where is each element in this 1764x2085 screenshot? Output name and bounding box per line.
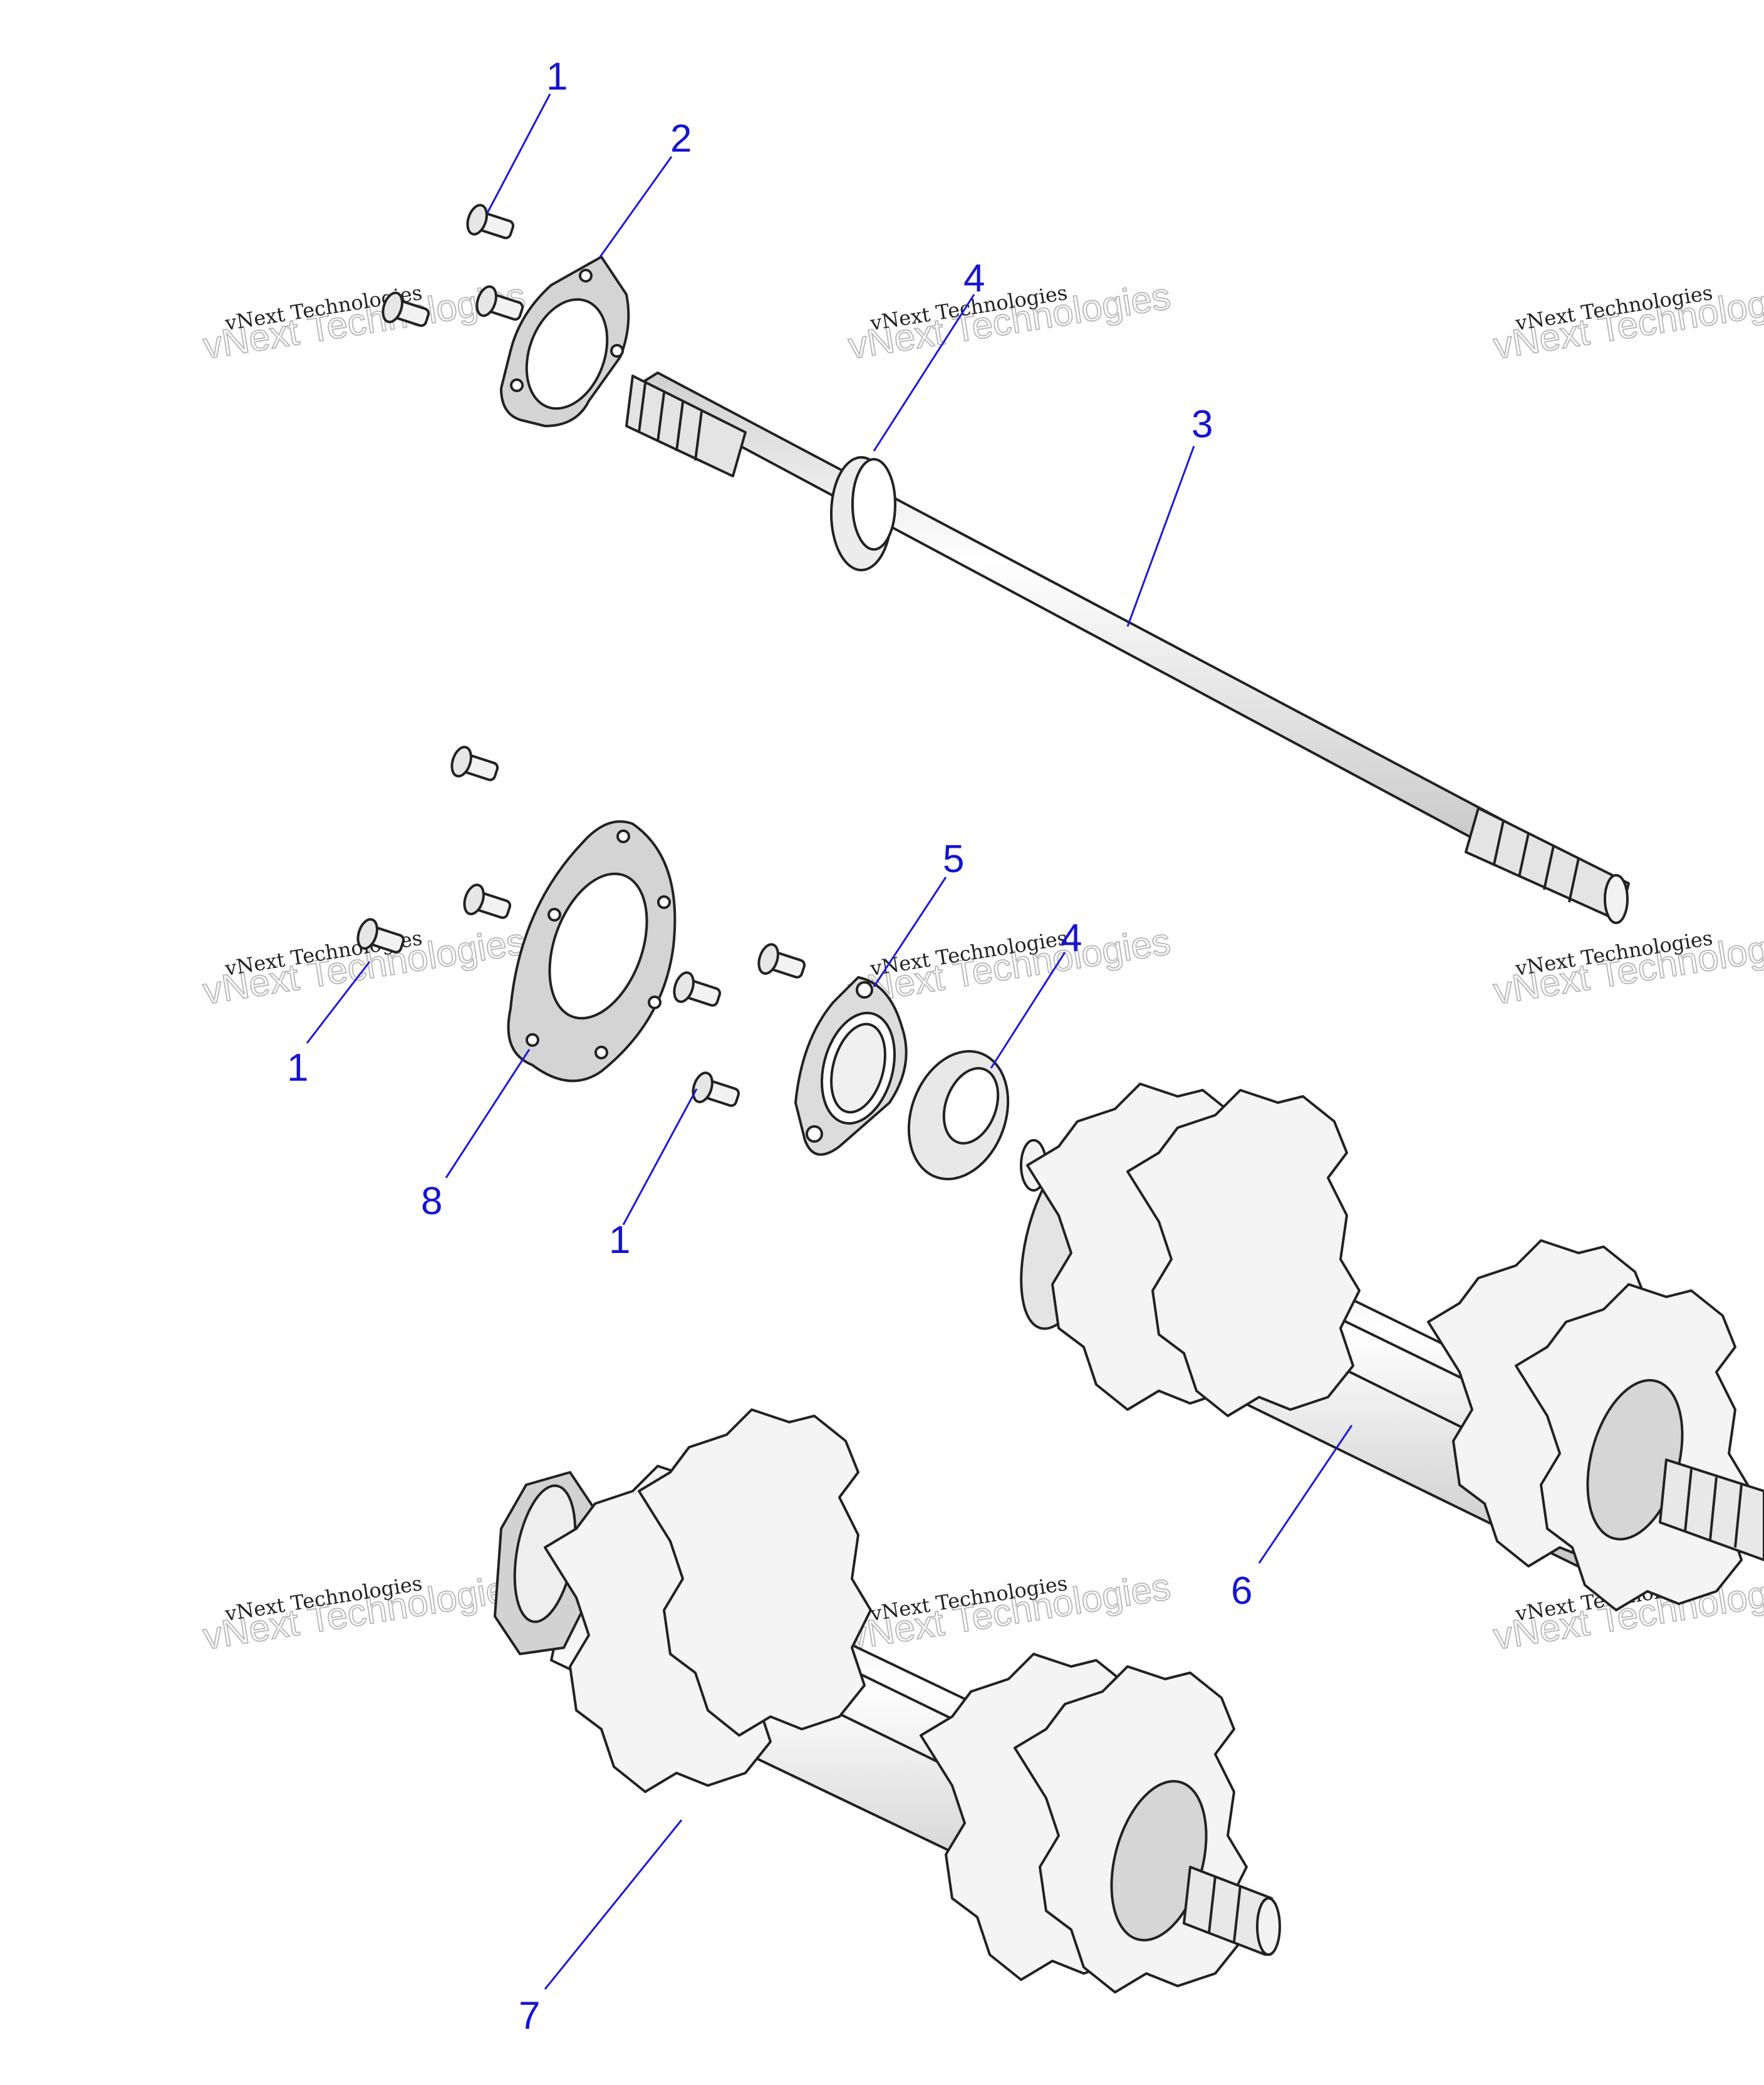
callout-4: 4 [963, 257, 985, 300]
leader-line [306, 961, 371, 1044]
leader-line [486, 93, 551, 214]
leader-line [873, 294, 975, 452]
leader-line [445, 1049, 531, 1178]
watermark: vNext Technologies vNext Technologies [845, 919, 1174, 1012]
watermark: vNext Technologies vNext Technologies [1490, 274, 1764, 367]
leader-line [1258, 1425, 1353, 1564]
bolt-icon [757, 943, 806, 979]
callout-4: 4 [1061, 917, 1082, 960]
watermark: vNext Technologies vNext Technologies [200, 274, 529, 367]
drive-shaft [625, 372, 1630, 924]
bearing-flange [794, 976, 908, 1156]
bolt-icon [381, 291, 430, 327]
bolt-icon [475, 285, 524, 321]
callout-6: 6 [1231, 1569, 1252, 1613]
bolt-icon [466, 204, 515, 239]
bolt-icon [692, 1071, 740, 1107]
callout-5: 5 [943, 838, 964, 881]
leader-line [622, 1088, 698, 1225]
leader-line [544, 1819, 683, 1990]
watermark: vNext Technologies vNext Technologies [1490, 919, 1764, 1012]
sprocket-shaft-assembly-flanged [494, 1408, 1281, 1994]
bolt-icon [673, 971, 722, 1007]
watermark: vNext Technologies vNext Technologies [845, 1564, 1174, 1658]
bolt-icon [356, 918, 405, 954]
callout-7: 7 [519, 1994, 540, 2037]
bolt-icon [450, 746, 499, 781]
leader-line [990, 952, 1066, 1069]
watermark: vNext Technologies vNext Technologies [200, 1564, 529, 1658]
callout-1: 1 [287, 1046, 308, 1089]
leader-line [873, 876, 947, 987]
sprocket-shaft-assembly [1020, 1083, 1764, 1611]
callout-3: 3 [1191, 403, 1213, 446]
gasket-plate [507, 820, 677, 1083]
spacer-ring [830, 456, 896, 571]
bolt-icon [463, 883, 512, 919]
callout-1: 1 [609, 1219, 630, 1262]
leader-line [1126, 445, 1195, 627]
leader-line [599, 156, 673, 257]
callout-8: 8 [421, 1180, 442, 1223]
callout-1: 1 [546, 55, 568, 98]
callout-2: 2 [670, 117, 692, 160]
watermark: vNext Technologies vNext Technologies [845, 274, 1174, 367]
bearing-ring [907, 1050, 1010, 1180]
bearing-flange-plate [500, 256, 630, 427]
